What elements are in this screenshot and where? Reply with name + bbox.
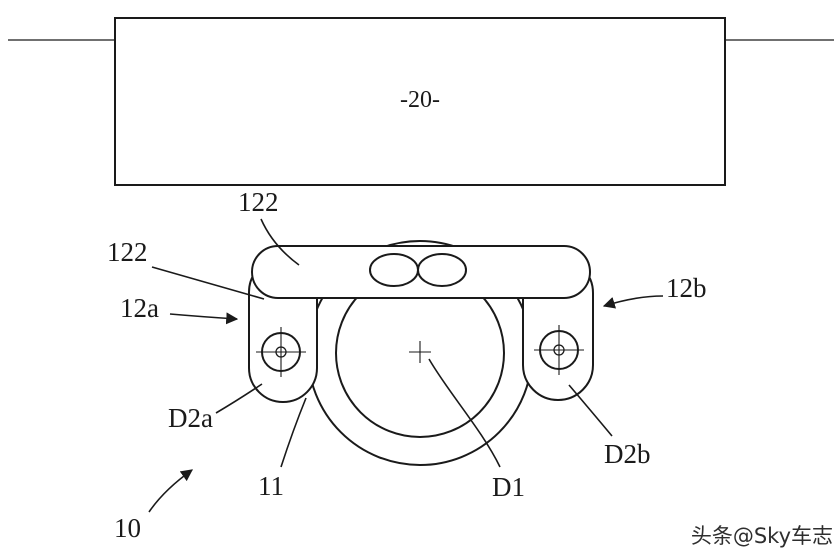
callout-10: 10 [114, 513, 141, 543]
callout-d2a: D2a [168, 403, 213, 433]
callout-12b: 12b [666, 273, 707, 303]
leader-d2b [568, 384, 613, 437]
crossbar-oval-right [417, 253, 467, 287]
callout-122-left: 122 [107, 237, 148, 267]
leader-d2a [215, 383, 263, 414]
component-20-box [114, 17, 726, 186]
component-20-label: -20- [400, 87, 440, 113]
watermark-text: 头条@Sky车志 [691, 524, 833, 548]
leader-12a-arrow [169, 312, 239, 325]
callout-12a: 12a [120, 293, 159, 323]
callout-d1: D1 [492, 472, 525, 502]
callout-11: 11 [258, 471, 284, 501]
leader-d1 [428, 358, 501, 468]
leader-122-left [151, 266, 265, 300]
callout-122-top: 122 [238, 187, 279, 217]
crossbar-oval-left [369, 253, 419, 287]
leader-122-top [260, 218, 300, 266]
callout-d2b: D2b [604, 439, 651, 469]
leader-11 [280, 397, 307, 468]
leader-10-arrow [148, 469, 193, 513]
leader-12b-arrow [602, 295, 664, 309]
